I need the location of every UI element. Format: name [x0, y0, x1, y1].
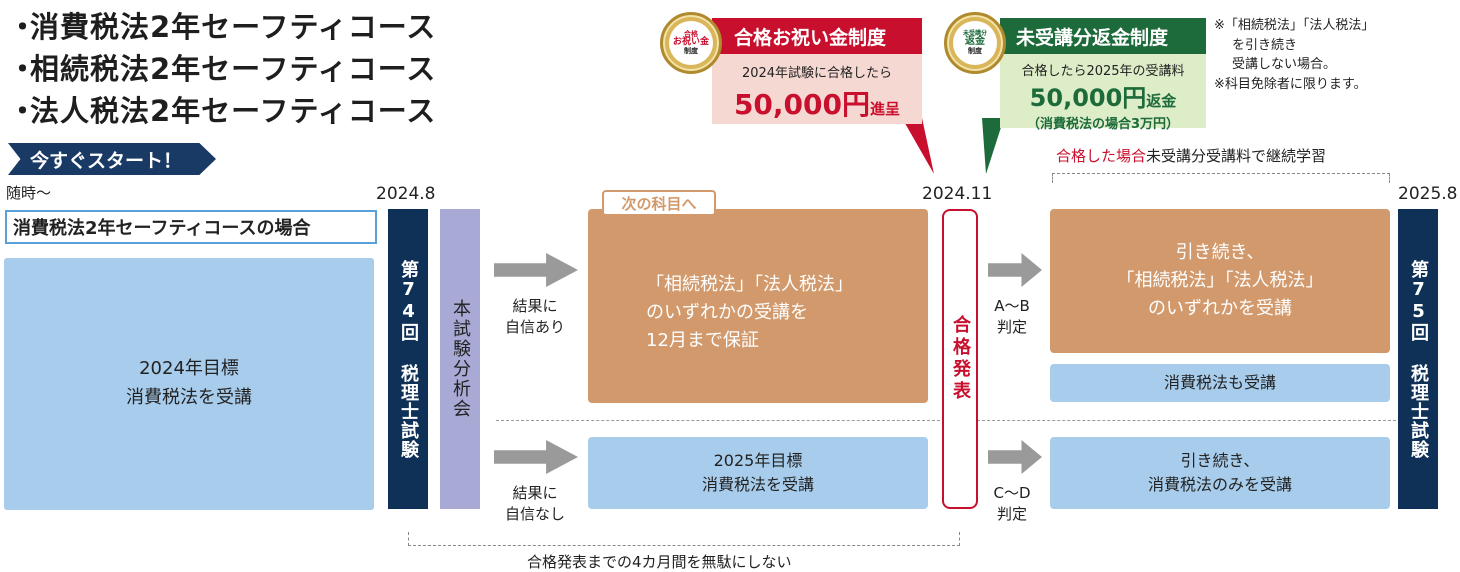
refund-title: 未受講分返金制度	[1000, 18, 1206, 54]
continue-other-subject-block: 引き続き、 「相続税法」「法人税法」 のいずれかを受講	[1050, 209, 1390, 353]
passed-continue-note: 合格した場合未受講分受講料で継続学習	[1056, 147, 1327, 165]
refund-badge-icon: 未受講分 返金 制度	[944, 12, 1006, 74]
study-2024-block: 2024年目標 消費税法を受講	[4, 258, 374, 510]
case-label: 消費税法2年セーフティコースの場合	[5, 210, 377, 244]
date-2024-11: 2024.11	[922, 184, 993, 204]
arrow-right-icon	[494, 253, 578, 287]
study-2025-block: 2025年目標 消費税法を受講	[588, 437, 928, 509]
next-subject-block: 「相続税法」「法人税法」 のいずれかの受講を 12月まで保証	[588, 209, 928, 403]
date-2024-8: 2024.8	[376, 184, 436, 204]
celebration-badge-icon: 合格 お祝い金 制度	[660, 12, 722, 74]
side-notes: ※「相続税法」「法人税法」 を引き続き 受講しない場合。 ※科目免除者に限ります…	[1214, 18, 1375, 92]
four-months-note: 合格発表までの4カ月間を無駄にしない	[527, 553, 792, 571]
exam-75-column: 第75回 税理士試験	[1398, 209, 1438, 509]
course-title-1: ・消費税法2年セーフティコース	[8, 10, 437, 44]
start-time-label: 随時〜	[6, 184, 52, 202]
pass-announcement-column: 合格発表	[942, 209, 978, 509]
celebration-body: 2024年試験に合格したら 50,000円進呈	[712, 54, 922, 124]
callout-pointers	[902, 118, 1004, 174]
start-now-banner: 今すぐスタート！	[8, 143, 216, 175]
course-title-2: ・相続税法2年セーフティコース	[8, 52, 437, 86]
celebration-title: 合格お祝い金制度	[712, 18, 922, 54]
next-subject-tag: 次の科目へ	[602, 190, 716, 216]
date-2025-8: 2025.8	[1398, 184, 1458, 204]
also-consumption-tax-block: 消費税法も受講	[1050, 364, 1390, 402]
refund-body: 合格したら2025年の受講料 50,000円返金 （消費税法の場合3万円）	[1000, 54, 1206, 132]
four-months-bracket	[408, 532, 960, 546]
arrow-right-icon	[988, 253, 1042, 287]
course-title-3: ・法人税法2年セーフティコース	[8, 94, 437, 128]
consumption-tax-only-block: 引き続き、 消費税法のみを受講	[1050, 437, 1390, 509]
exam-74-column: 第74回 税理士試験	[388, 209, 428, 509]
analysis-session-column: 本試験分析会	[440, 209, 480, 509]
arrow-right-icon	[494, 440, 578, 474]
passed-bracket	[1052, 173, 1390, 183]
arrow-right-icon	[988, 440, 1042, 474]
judge-cd-label: C〜D 判定	[993, 484, 1031, 523]
green-callout-pointer	[982, 118, 1004, 174]
red-callout-pointer	[902, 118, 934, 174]
result-not-confident-label: 結果に 自信なし	[504, 484, 565, 523]
result-confident-label: 結果に 自信あり	[504, 297, 565, 336]
judge-ab-label: A〜B 判定	[994, 297, 1030, 336]
